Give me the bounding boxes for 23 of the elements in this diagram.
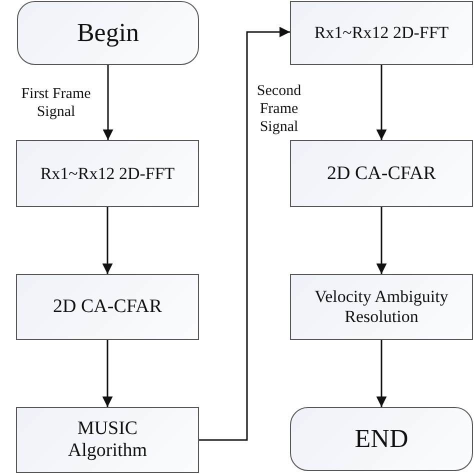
arrow: [376, 65, 387, 140]
node-text: Begin: [76, 18, 140, 48]
node-text: Rx1~Rx12 2D-FFT: [314, 23, 449, 43]
terminal-box: [290, 407, 473, 471]
node-text: MUSIC Algorithm: [66, 418, 148, 462]
process-box: [16, 140, 199, 207]
node-text: END: [354, 424, 408, 454]
arrow: [199, 26, 290, 441]
terminal-box: [17, 1, 199, 65]
process-box: [16, 274, 199, 340]
process-box: [290, 140, 473, 207]
process-box: [290, 274, 473, 340]
process-box: [290, 1, 473, 65]
node-text: Velocity Ambiguity Resolution: [314, 287, 450, 327]
node-text: 2D CA-CFAR: [53, 296, 162, 318]
arrow: [102, 65, 114, 140]
process-box: [16, 407, 199, 473]
node-text: 2D CA-CFAR: [327, 162, 436, 184]
arrow: [376, 207, 387, 274]
node-text: Rx1~Rx12 2D-FFT: [40, 164, 175, 184]
arrow: [102, 340, 113, 407]
arrow: [102, 207, 113, 274]
arrow: [376, 340, 387, 407]
